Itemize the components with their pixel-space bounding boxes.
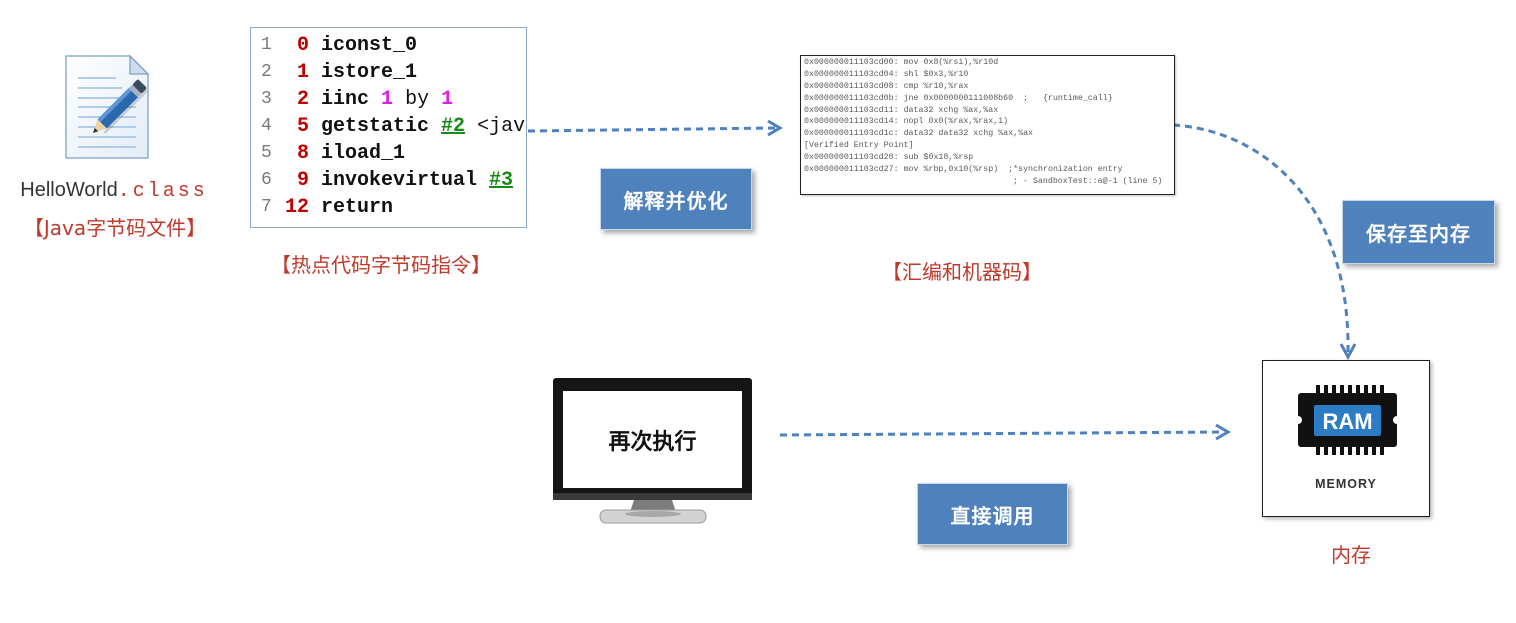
constant-pool-ref: #3 (489, 169, 514, 192)
line-number: 2 (261, 62, 272, 82)
monitor-neck (630, 500, 676, 512)
bytecode-listing: 1 0 iconst_0 2 1 istore_1 3 2 iinc 1 by … (250, 27, 527, 228)
assembly-listing: 0x000000011103cd00: mov 0x8(%rsi),%r10d … (800, 55, 1175, 195)
line-number: 3 (261, 89, 272, 109)
opcode: return (321, 196, 394, 219)
assembly-line: 0x000000011103cd14: nopl 0x0(%rax,%rax,1… (804, 117, 1009, 127)
bytecode-offset: 12 (284, 196, 309, 219)
chip-pins-top (1316, 385, 1384, 394)
assembly-line: 0x000000011103cd04: shl $0x3,%r10 (804, 69, 969, 79)
operand-constant: 1 (381, 88, 394, 111)
opcode: getstatic (321, 115, 430, 138)
opcode: iload_1 (321, 142, 406, 165)
bytecode-line: 3 2 iinc 1 by 1 (251, 86, 526, 113)
memory-caption: 内存 (1331, 543, 1371, 567)
assembly-comment-line: ; - SandboxTest::a@-1 (line 5) (1013, 176, 1163, 186)
instruction: iload_1 (321, 140, 405, 167)
file-extension: .class (117, 180, 208, 203)
opcode: istore_1 (321, 61, 418, 84)
bytecode-offset: 8 (296, 142, 309, 165)
chip-label: RAM (1322, 409, 1372, 434)
opcode: iconst_0 (321, 34, 418, 57)
operand-constant: 1 (441, 88, 454, 111)
assembly-line: 0x000000011103cd27: mov %rbp,0x10(%rsp) … (804, 165, 1123, 175)
line-number: 4 (261, 116, 272, 136)
assembly-line: 0x000000011103cd00: mov 0x8(%rsi),%r10d (804, 58, 999, 67)
ram-chip-icon: RAM (1294, 385, 1401, 455)
ref-comment: <jav (477, 115, 526, 138)
line-number: 6 (261, 170, 272, 190)
bytecode-line: 6 9 invokevirtual #3 (251, 167, 526, 194)
bytecode-offset: 5 (296, 115, 309, 138)
bytecode-line: 1 0 iconst_0 (251, 32, 526, 59)
bytecode-line: 2 1 istore_1 (251, 59, 526, 86)
bytecode-caption: 【热点代码字节码指令】 (271, 253, 491, 277)
bytecode-offset: 0 (296, 34, 309, 57)
document-pencil-icon (65, 54, 150, 159)
execute-again-label: 再次执行 (608, 429, 697, 455)
constant-pool-ref: #2 (441, 115, 466, 138)
opcode: iinc (321, 88, 370, 111)
instruction: getstatic #2 <jav (321, 113, 525, 140)
arrow-save (1172, 123, 1350, 353)
assembly-line: 0x000000011103cd08: cmp %r10,%rax (804, 81, 969, 91)
assembly-line: 0x000000011103cd0b: jne 0x0000000111008b… (804, 93, 1113, 103)
arrow-direct-call (779, 430, 1225, 437)
file-base-name: HelloWorld (20, 179, 118, 201)
paper-fold (129, 54, 150, 75)
instruction: return (321, 194, 393, 221)
chip-label-area (1314, 405, 1381, 436)
class-file-name: HelloWorld.class (0, 177, 228, 205)
assembly-caption: 【汇编和机器码】 (882, 260, 1042, 284)
line-number: 5 (261, 143, 272, 163)
instruction: istore_1 (321, 59, 417, 86)
bytecode-line: 7 12 return (251, 194, 526, 221)
assembly-line: 0x000000011103cd1c: data32 data32 xchg %… (804, 129, 1034, 139)
chip-pins-bottom (1316, 446, 1384, 455)
bytecode-offset: 1 (296, 61, 309, 84)
class-file-caption: 【Java字节码文件】 (23, 216, 207, 240)
instruction: iconst_0 (321, 32, 417, 59)
arrowhead (1215, 423, 1231, 441)
pencil (93, 79, 148, 135)
direct-call-step: 直接调用 (917, 483, 1068, 545)
bytecode-offset: 2 (296, 88, 309, 111)
assembly-line: [Verified Entry Point] (804, 141, 914, 151)
bytecode-line: 5 8 iload_1 (251, 140, 526, 167)
line-number: 7 (261, 197, 272, 217)
operand-keyword: by (405, 88, 430, 111)
arrow-interpret (527, 126, 776, 133)
memory-label: MEMORY (1315, 477, 1377, 491)
arrowhead (767, 119, 783, 137)
bytecode-offset: 9 (296, 169, 309, 192)
instruction: invokevirtual #3 (321, 167, 513, 194)
arrowhead (1339, 343, 1357, 361)
instruction: iinc 1 by 1 (321, 86, 453, 113)
save-to-memory-step: 保存至内存 (1342, 200, 1495, 264)
assembly-line: 0x000000011103cd20: sub $0x18,%rsp (804, 153, 974, 163)
memory-box: RAM MEMORY (1262, 360, 1430, 517)
interpret-optimize-step: 解释并优化 (600, 168, 752, 230)
opcode: invokevirtual (321, 169, 478, 192)
line-number: 1 (261, 35, 272, 55)
monitor-screen (563, 391, 742, 488)
monitor-icon (553, 378, 752, 524)
assembly-line: 0x000000011103cd11: data32 xchg %ax,%ax (804, 105, 999, 115)
monitor-chin (553, 493, 752, 500)
bytecode-line: 4 5 getstatic #2 <jav (251, 113, 526, 140)
